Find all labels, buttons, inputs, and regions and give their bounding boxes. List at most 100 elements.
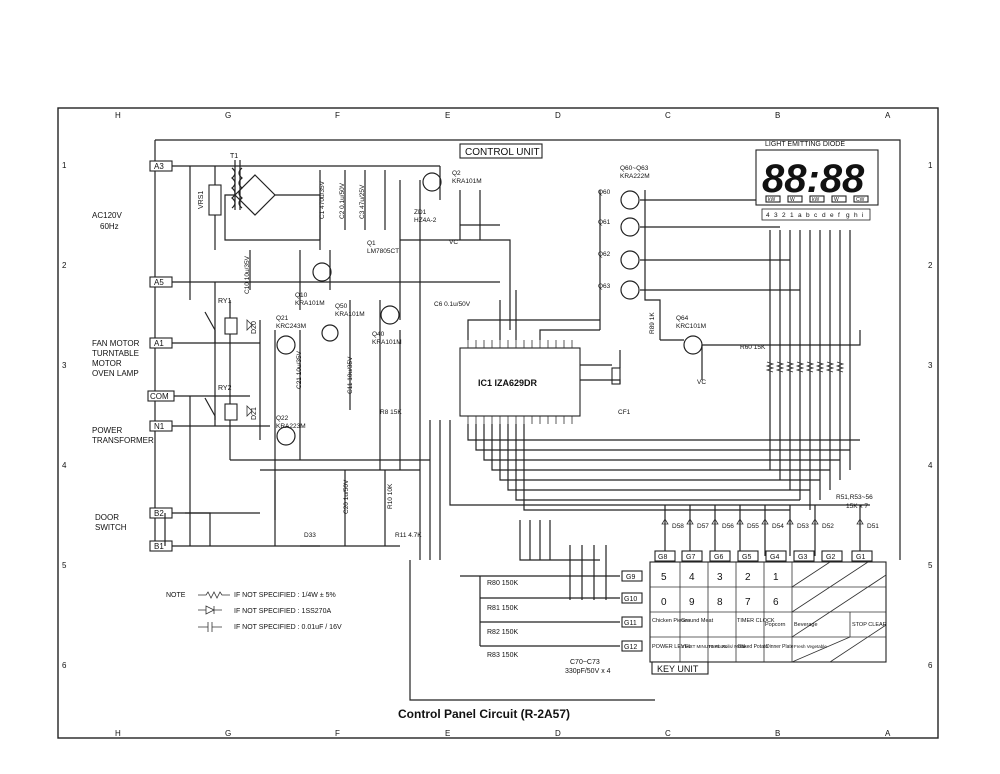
ic1-chip bbox=[459, 340, 581, 424]
note-diode: IF NOT SPECIFIED : 1SS270A bbox=[234, 608, 331, 615]
key-power-level: POWER LEVEL bbox=[652, 644, 691, 650]
display-pin: f bbox=[838, 212, 840, 219]
vc-label: VC bbox=[449, 239, 458, 246]
grid-label: G7 bbox=[686, 554, 695, 561]
key-9: 9 bbox=[689, 597, 695, 608]
r51-label: R51,R53~56 bbox=[836, 494, 873, 501]
ry1-label: RY1 bbox=[218, 298, 232, 305]
q60b-label: KRA222M bbox=[620, 173, 650, 180]
cf1-label: CF1 bbox=[618, 409, 631, 416]
terminal-n1-label: N1 bbox=[154, 422, 165, 431]
display-pin: d bbox=[822, 212, 826, 219]
q1b-label: LM7805CT bbox=[367, 248, 399, 255]
display-pin: a bbox=[798, 212, 802, 219]
zd1b-label: HZ4A-2 bbox=[414, 217, 437, 224]
page-title: Control Panel Circuit (R-2A57) bbox=[398, 707, 570, 721]
border-letter: G bbox=[225, 111, 231, 120]
diode-label: D55 bbox=[747, 523, 759, 530]
q10b-label: KRA101M bbox=[295, 300, 325, 307]
vrs1-body bbox=[208, 184, 222, 216]
border-number: 3 bbox=[928, 361, 933, 370]
key-unit bbox=[649, 561, 887, 663]
diode-label: D57 bbox=[697, 523, 709, 530]
grid-label: G6 bbox=[714, 554, 723, 561]
q2-label: Q2 bbox=[452, 170, 461, 177]
q50-label: Q50 bbox=[335, 303, 348, 310]
indicator-label: W bbox=[790, 197, 795, 203]
transformer-symbol bbox=[231, 167, 243, 209]
key-popcorn: Popcorn bbox=[765, 622, 786, 628]
capacitor-symbol-icon bbox=[198, 622, 222, 632]
pt-label-1: POWER bbox=[92, 426, 122, 435]
border-number: 4 bbox=[62, 461, 67, 470]
note-resistor: IF NOT SPECIFIED : 1/4W ± 5% bbox=[234, 592, 336, 599]
display-label: LIGHT EMITTING DIODE bbox=[765, 141, 845, 148]
display-pin: e bbox=[830, 212, 834, 219]
border-number: 2 bbox=[62, 261, 67, 270]
grid-label: G4 bbox=[770, 554, 779, 561]
zd1-label: ZD1 bbox=[414, 209, 427, 216]
display-indicators: kW W kW W CW bbox=[765, 195, 869, 203]
display-pin: g bbox=[846, 212, 850, 219]
c70b-label: 330pF/50V x 4 bbox=[565, 668, 611, 675]
border-letter: H bbox=[115, 111, 121, 120]
r11-label: R11 4.7K bbox=[395, 532, 422, 539]
indicator-label: kW bbox=[768, 197, 776, 203]
r83-label: R83 150K bbox=[487, 652, 518, 659]
ry2-label: RY2 bbox=[218, 385, 232, 392]
scan-label: G11 bbox=[624, 620, 637, 627]
door-label-1: DOOR bbox=[95, 513, 119, 522]
key-1: 1 bbox=[773, 572, 779, 583]
resistor-symbol-icon bbox=[198, 591, 230, 599]
d21-label: D21 bbox=[251, 407, 258, 420]
c1-label: C1 470u/35V bbox=[319, 180, 326, 219]
r10-label: R10 10K bbox=[387, 483, 394, 509]
border-letter: G bbox=[225, 729, 231, 738]
sheet-frame bbox=[57, 107, 939, 739]
fan-label-3: MOTOR bbox=[92, 359, 122, 368]
indicator-label: CW bbox=[856, 197, 865, 203]
part-labels: Q2 KRA101M ZD1 HZ4A-2 Q1 LM7805CT Q10 KR… bbox=[244, 165, 766, 539]
q2b-label: KRA101M bbox=[452, 178, 482, 185]
c70-label: C70~C73 bbox=[570, 659, 600, 666]
diode-label: D54 bbox=[772, 523, 784, 530]
border-letter: D bbox=[555, 111, 561, 120]
display-pin: c bbox=[814, 212, 818, 219]
scan-lines: G9 G10 G11 G12 R80 150K R81 150K R82 150… bbox=[487, 570, 643, 675]
key-5: 5 bbox=[661, 572, 667, 583]
cf1-crystal bbox=[611, 367, 621, 385]
border-number: 6 bbox=[928, 661, 933, 670]
diode-label: D58 bbox=[672, 523, 684, 530]
key-3: 3 bbox=[717, 572, 723, 583]
border-letters: H G F E D C B A H G F E D C B A bbox=[115, 111, 891, 738]
key-dinner-plate: Dinner Plate bbox=[766, 644, 794, 650]
fan-label-1: FAN MOTOR bbox=[92, 339, 140, 348]
d33-label: D33 bbox=[304, 532, 316, 539]
key-7: 7 bbox=[745, 597, 751, 608]
terminal-a3-label: A3 bbox=[154, 162, 164, 171]
terminal-b1-label: B1 bbox=[154, 542, 164, 551]
display-pin-strip bbox=[761, 208, 871, 221]
diode-label: D53 bbox=[797, 523, 809, 530]
key-2: 2 bbox=[745, 572, 751, 583]
control-unit-label: CONTROL UNIT bbox=[465, 147, 540, 158]
q22-label: Q22 bbox=[276, 415, 289, 422]
vc-label-2: VC bbox=[697, 379, 706, 386]
key-baked-potato: Baked Potato bbox=[738, 644, 768, 650]
c11-label: C11 10u/35V bbox=[347, 356, 354, 394]
r89-label: R89 1K bbox=[649, 312, 656, 334]
grid-labels: G8 G7 G6 G5 G4 G3 G2 G1 bbox=[654, 550, 873, 562]
grid-label: G1 bbox=[856, 554, 865, 561]
grid-label: G5 bbox=[742, 554, 751, 561]
scan-label: G12 bbox=[624, 644, 637, 651]
border-letter: H bbox=[115, 729, 121, 738]
r60-label: R60 15K bbox=[740, 344, 766, 351]
q40-label: Q40 bbox=[372, 331, 385, 338]
border-number: 5 bbox=[928, 561, 933, 570]
note-label: NOTE bbox=[166, 592, 186, 599]
terminal-a5-label: A5 bbox=[154, 278, 164, 287]
key-beverage: Beverage bbox=[794, 622, 818, 628]
q21-label: Q21 bbox=[276, 315, 289, 322]
r81-label: R81 150K bbox=[487, 605, 518, 612]
